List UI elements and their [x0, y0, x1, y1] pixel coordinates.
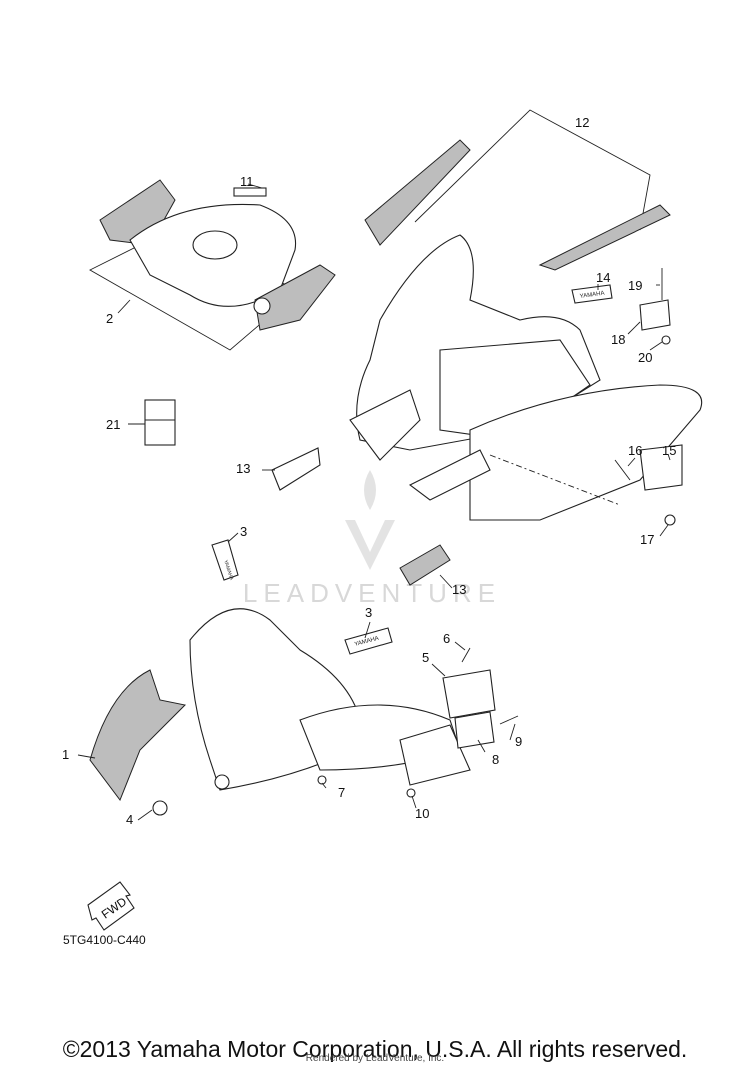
part-3-yamaha-decal-left	[211, 539, 239, 581]
part-8-plate	[454, 711, 495, 749]
part-10-washer	[406, 788, 416, 798]
part-1-side-decal	[89, 669, 187, 802]
yamaha-decal-text-rear: YAMAHA	[579, 291, 604, 300]
part-13-decal-upper	[271, 447, 321, 491]
callout-14: 14	[596, 270, 610, 285]
callout-10: 10	[415, 806, 429, 821]
callout-4: 4	[126, 812, 133, 827]
callout-17: 17	[640, 532, 654, 547]
part-2-front-panel	[89, 179, 336, 351]
part-12-side-decals	[364, 109, 671, 271]
copyright-notice: ©2013 Yamaha Motor Corporation, U.S.A. A…	[62, 1036, 688, 1062]
callout-13b: 13	[452, 582, 466, 597]
part-17-washer	[664, 514, 676, 526]
callout-3b: 3	[365, 605, 372, 620]
part-9-rivet	[499, 715, 519, 725]
part-20-washer	[661, 335, 671, 345]
callout-1: 1	[62, 747, 69, 762]
part-code: 5TG4100-C440	[63, 933, 146, 947]
callout-8: 8	[492, 752, 499, 767]
callout-labels: 1 2 3 3 4 5 6 7 8 9 10 11 12 13 13 14 15…	[62, 115, 676, 827]
callout-18: 18	[611, 332, 625, 347]
part-3-yamaha-decal-right	[344, 627, 393, 655]
leader-lines	[77, 183, 671, 821]
watermark-text: LEADVENTURE	[243, 578, 501, 608]
fwd-arrow-icon: FWD	[87, 881, 135, 931]
part-14-emblem	[571, 284, 613, 304]
part-7-washer	[317, 775, 327, 785]
part-15-plate	[639, 444, 683, 491]
callout-5: 5	[422, 650, 429, 665]
callout-11: 11	[240, 174, 254, 189]
part-6-rivet	[461, 647, 471, 663]
callout-3a: 3	[240, 524, 247, 539]
callout-9: 9	[515, 734, 522, 749]
callout-21: 21	[106, 417, 120, 432]
part-18-plate	[639, 299, 671, 331]
leadventure-watermark: LEADVENTURE	[243, 470, 501, 608]
part-13-decal-lower	[399, 544, 451, 586]
callout-6: 6	[443, 631, 450, 646]
callout-12: 12	[575, 115, 589, 130]
callout-20: 20	[638, 350, 652, 365]
part-seat-rear-fender	[349, 234, 703, 521]
part-16-rivet	[614, 459, 631, 481]
callout-13a: 13	[236, 461, 250, 476]
part-5-plate	[442, 669, 496, 719]
callout-2: 2	[106, 311, 113, 326]
callout-19: 19	[628, 278, 642, 293]
part-21-tag	[144, 399, 176, 446]
part-4-emblem	[152, 800, 168, 816]
callout-7: 7	[338, 785, 345, 800]
callout-15: 15	[662, 443, 676, 458]
callout-16: 16	[628, 443, 642, 458]
part-front-fender	[189, 608, 471, 791]
rendered-by-notice: Rendered by LeadVenture, Inc.	[305, 1053, 445, 1064]
